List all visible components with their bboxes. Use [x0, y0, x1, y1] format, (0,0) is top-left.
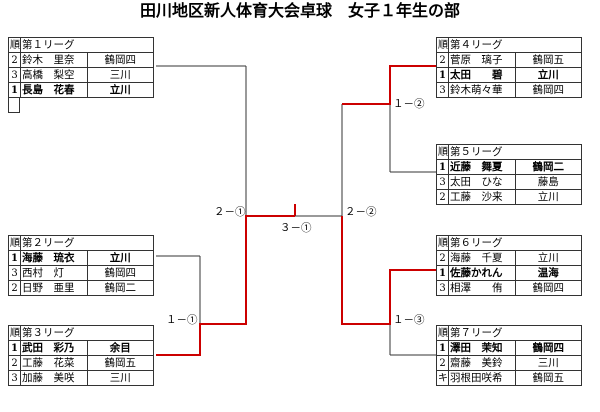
school-name: 鶴岡四 [86, 52, 154, 68]
rank-cell: 3 [8, 370, 21, 386]
school-name: 立川 [514, 189, 582, 205]
league-name: 第２リーグ [20, 235, 154, 251]
score-r1-left: １－① [166, 314, 198, 326]
player-name: 太田 碧 [448, 67, 516, 83]
league-table-1: 順 第１リーグ 2 鈴木 里奈 鶴岡四 3 高橋 梨空 三川 1 長島 花春 立… [8, 37, 154, 98]
school-name: 立川 [86, 82, 154, 98]
league-table-2: 順 第２リーグ 1 海藤 琉衣 立川 3 西村 灯 鶴岡四 2 日野 亜里 鶴岡… [8, 235, 154, 296]
player-name: 長島 花春 [20, 82, 88, 98]
player-name: 海藤 千夏 [448, 250, 516, 266]
school-name: 鶴岡五 [514, 52, 582, 68]
rank-cell: 1 [8, 250, 21, 266]
school-name: 鶴岡五 [514, 370, 582, 386]
rank-header: 順 [8, 37, 21, 53]
league-name: 第１リーグ [20, 37, 154, 53]
rank-header: 順 [436, 37, 449, 53]
player-name: 鈴木 里奈 [20, 52, 88, 68]
rank-header: 順 [8, 235, 21, 251]
score-r1-right-bottom: １－③ [393, 314, 425, 326]
player-name: 羽根田咲希 [448, 370, 516, 386]
rank-cell: 1 [436, 340, 449, 356]
league-table-4: 順 第４リーグ 2 菅原 璃子 鶴岡五 1 太田 碧 立川 3 鈴木萌々華 鶴岡… [436, 37, 582, 98]
rank-cell: 2 [436, 355, 449, 371]
school-name: 鶴岡四 [514, 82, 582, 98]
rank-header: 順 [436, 235, 449, 251]
school-name: 三川 [86, 67, 154, 83]
rank-cell: 1 [8, 82, 21, 98]
league-table-6: 順 第６リーグ 2 海藤 千夏 立川 1 佐藤かれん 温海 3 相澤 侑 鶴岡四 [436, 235, 582, 296]
rank-header: 順 [436, 144, 449, 160]
rank-header: 順 [436, 325, 449, 341]
school-name: 鶴岡四 [514, 280, 582, 296]
rank-cell: 2 [436, 52, 449, 68]
school-name: 鶴岡二 [514, 159, 582, 175]
rank-cell: 1 [436, 67, 449, 83]
player-name: 近藤 舞夏 [448, 159, 516, 175]
page-title: 田川地区新人体育大会卓球 女子１年生の部 [139, 1, 460, 20]
score-r1-right-top: １－② [393, 98, 425, 110]
school-name: 三川 [514, 355, 582, 371]
school-name: 鶴岡五 [86, 355, 154, 371]
league-table-5: 順 第５リーグ 1 近藤 舞夏 鶴岡二 3 太田 ひな 藤島 2 工藤 沙来 立… [436, 144, 582, 205]
player-name: 澤田 茉知 [448, 340, 516, 356]
player-name: 武田 彩乃 [20, 340, 88, 356]
winner-path-right-top [342, 65, 436, 105]
rank-cell: 2 [8, 280, 21, 296]
school-name: 藤島 [514, 174, 582, 190]
rank-cell: 1 [8, 340, 21, 356]
player-name: 西村 灯 [20, 265, 88, 281]
rank-cell: 2 [8, 355, 21, 371]
school-name: 余目 [86, 340, 154, 356]
player-name: 海藤 琉衣 [20, 250, 88, 266]
rank-cell: 2 [436, 189, 449, 205]
league-name: 第４リーグ [448, 37, 582, 53]
player-name: 工藤 沙来 [448, 189, 516, 205]
school-name: 鶴岡二 [86, 280, 154, 296]
rank-cell: キ [436, 370, 449, 386]
league-name: 第３リーグ [20, 325, 154, 341]
rank-cell: 2 [436, 250, 449, 266]
school-name: 立川 [514, 67, 582, 83]
school-name: 立川 [514, 250, 582, 266]
rank-cell: 3 [8, 265, 21, 281]
winner-path-left [156, 215, 295, 356]
league-name: 第６リーグ [448, 235, 582, 251]
school-name: 立川 [86, 250, 154, 266]
winner-path-right-bottom [341, 216, 436, 325]
player-name: 高橋 梨空 [20, 67, 88, 83]
score-sf-right: ２－② [345, 206, 377, 218]
player-name: 太田 ひな [448, 174, 516, 190]
league-table-7: 順 第７リーグ 1 澤田 茉知 鶴岡四 2 齋藤 美鈴 三川 キ 羽根田咲希 鶴… [436, 325, 582, 386]
league-name: 第７リーグ [448, 325, 582, 341]
player-name: 齋藤 美鈴 [448, 355, 516, 371]
player-name: 鈴木萌々華 [448, 82, 516, 98]
player-name: 相澤 侑 [448, 280, 516, 296]
player-name: 加藤 美咲 [20, 370, 88, 386]
player-name: 菅原 璃子 [448, 52, 516, 68]
player-name: 日野 亜里 [20, 280, 88, 296]
rank-cell: 3 [436, 174, 449, 190]
score-final: ３－① [280, 222, 312, 234]
school-name: 鶴岡四 [86, 265, 154, 281]
league-name: 第５リーグ [448, 144, 582, 160]
score-sf-left: ２－① [214, 206, 246, 218]
school-name: 三川 [86, 370, 154, 386]
player-name: 佐藤かれん [448, 265, 516, 281]
rank-cell: 1 [436, 159, 449, 175]
rank-header: 順 [8, 325, 21, 341]
rank-cell: 3 [436, 280, 449, 296]
rank-cell: 3 [8, 67, 21, 83]
rank-cell: 1 [436, 265, 449, 281]
player-name: 工藤 花菜 [20, 355, 88, 371]
school-name: 温海 [514, 265, 582, 281]
empty-cell [8, 98, 20, 113]
rank-cell: 2 [8, 52, 21, 68]
school-name: 鶴岡四 [514, 340, 582, 356]
league-table-3: 順 第３リーグ 1 武田 彩乃 余目 2 工藤 花菜 鶴岡五 3 加藤 美咲 三… [8, 325, 154, 386]
rank-cell: 3 [436, 82, 449, 98]
